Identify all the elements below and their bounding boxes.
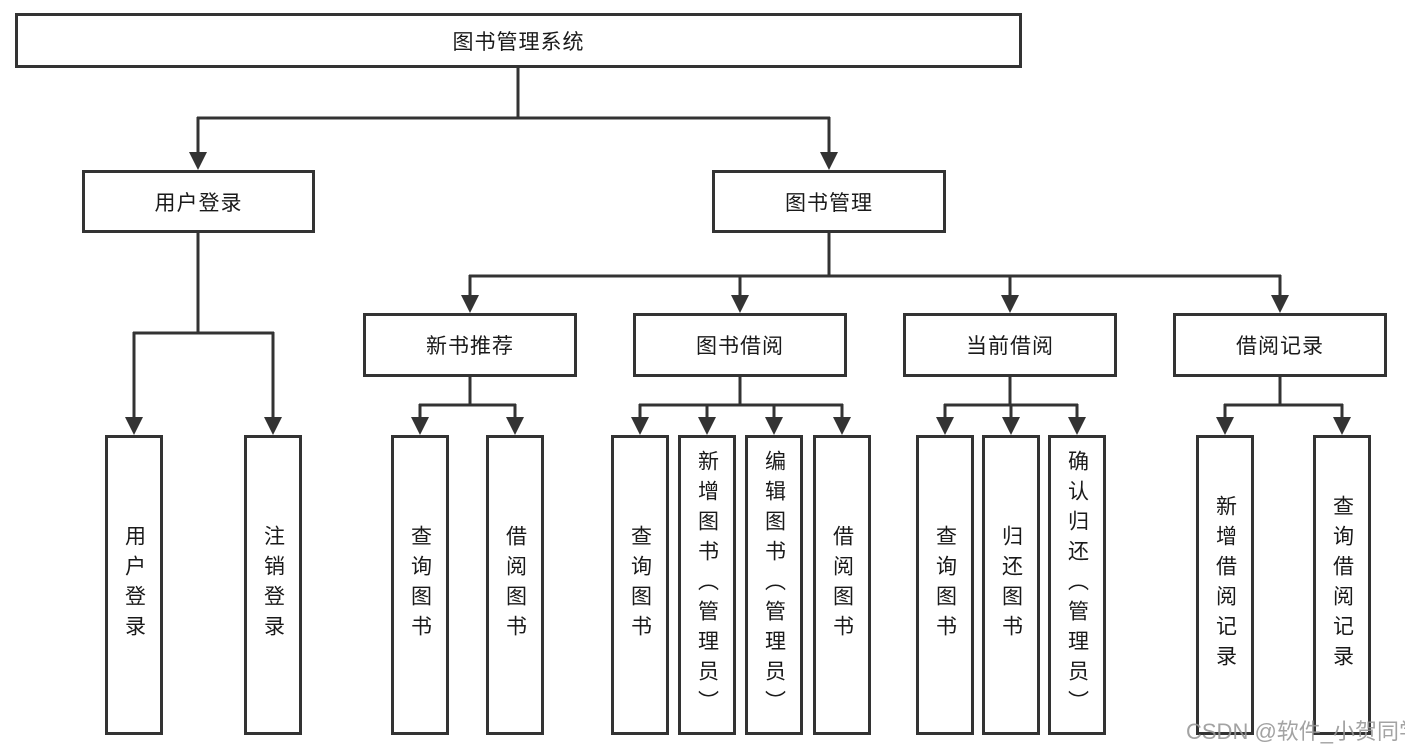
node-root: 图书管理系统 <box>15 13 1022 68</box>
leaf-edit-book-admin: 编辑图书（管理员） <box>745 435 803 735</box>
leaf-query-book-borrow: 查询图书 <box>611 435 669 735</box>
node-new-book-recommend: 新书推荐 <box>363 313 577 377</box>
node-user-login: 用户登录 <box>82 170 315 233</box>
leaf-borrow-book: 借阅图书 <box>813 435 871 735</box>
leaf-confirm-return-admin: 确认归还（管理员） <box>1048 435 1106 735</box>
leaf-query-borrow-record: 查询借阅记录 <box>1313 435 1371 735</box>
leaf-user-login: 用户登录 <box>105 435 163 735</box>
leaf-query-book-recommend: 查询图书 <box>391 435 449 735</box>
node-book-management: 图书管理 <box>712 170 946 233</box>
leaf-borrow-book-recommend: 借阅图书 <box>486 435 544 735</box>
leaf-query-book-current: 查询图书 <box>916 435 974 735</box>
node-borrow-records: 借阅记录 <box>1173 313 1387 377</box>
leaf-logout: 注销登录 <box>244 435 302 735</box>
leaf-add-borrow-record: 新增借阅记录 <box>1196 435 1254 735</box>
leaf-return-book: 归还图书 <box>982 435 1040 735</box>
watermark: CSDN @软件_小贺同学 <box>1186 719 1405 744</box>
leaf-add-book-admin: 新增图书（管理员） <box>678 435 736 735</box>
node-book-borrow: 图书借阅 <box>633 313 847 377</box>
node-current-borrow: 当前借阅 <box>903 313 1117 377</box>
